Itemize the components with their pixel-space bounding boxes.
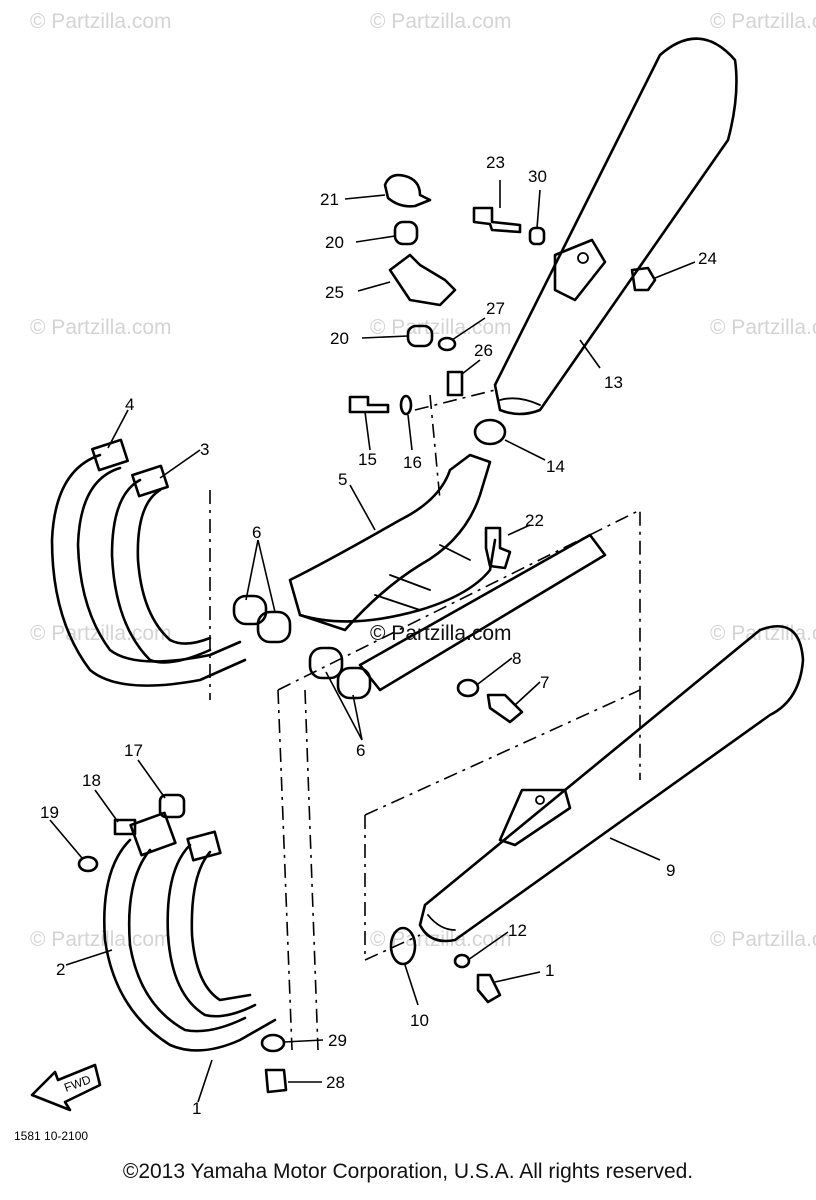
callout-1: 1 — [192, 1099, 201, 1118]
watermark: © Partzilla.com — [370, 10, 512, 33]
callout-23: 23 — [486, 153, 505, 172]
collector-pipe — [288, 453, 607, 692]
callout-30: 30 — [528, 167, 547, 186]
drawing-code: 1581 10-2100 — [14, 1129, 88, 1143]
watermark: © Partzilla.com — [30, 10, 172, 33]
watermark: © Partzilla.com — [370, 316, 512, 339]
callout-6-upper: 6 — [252, 523, 261, 542]
upper-muffler — [493, 37, 738, 416]
exhaust-parts-diagram: © Partzilla.com © Partzilla.com © Partzi… — [14, 10, 816, 1143]
watermark: © Partzilla.com — [30, 316, 172, 339]
watermark: © Partzilla.com — [710, 928, 816, 951]
callout-12: 12 — [508, 921, 527, 940]
callout-27: 27 — [486, 299, 505, 318]
copyright-notice: ©2013 Yamaha Motor Corporation, U.S.A. A… — [122, 1160, 694, 1183]
watermark: © Partzilla.com — [710, 10, 816, 33]
leader-lines — [49, 180, 696, 1103]
callout-2: 2 — [56, 960, 65, 979]
callout-10: 10 — [410, 1011, 429, 1030]
exhaust-pipes-upper — [50, 438, 247, 687]
callout-25: 25 — [325, 283, 344, 302]
callout-20-upper: 20 — [325, 233, 344, 252]
callout-24: 24 — [698, 249, 717, 268]
callout-28: 28 — [326, 1073, 345, 1092]
callout-3: 3 — [200, 440, 209, 459]
callout-29: 29 — [328, 1031, 347, 1050]
callout-8: 8 — [512, 649, 521, 668]
watermark-center: © Partzilla.com — [370, 622, 512, 645]
callout-26: 26 — [474, 341, 493, 360]
callout-6-lower: 6 — [356, 741, 365, 760]
callout-9: 9 — [666, 861, 675, 880]
exhaust-pipes-lower — [103, 811, 277, 1052]
callouts: 21 20 25 20 27 26 23 30 24 13 15 16 14 5… — [40, 153, 717, 1118]
callout-15: 15 — [358, 450, 377, 469]
forward-arrow-icon: FWD — [30, 1063, 102, 1112]
callout-14: 14 — [546, 457, 565, 476]
lower-muffler — [418, 624, 805, 943]
callout-4: 4 — [125, 395, 134, 414]
watermark: © Partzilla.com — [710, 316, 816, 339]
callout-20-lower: 20 — [330, 329, 349, 348]
watermark: © Partzilla.com — [30, 928, 172, 951]
callout-16: 16 — [403, 453, 422, 472]
mounting-reference-lines — [209, 389, 641, 1051]
callout-21: 21 — [320, 190, 339, 209]
callout-5: 5 — [338, 470, 347, 489]
callout-13: 13 — [604, 373, 623, 392]
callout-11: 1 — [545, 961, 554, 980]
callout-18: 18 — [82, 771, 101, 790]
callout-7: 7 — [540, 673, 549, 692]
callout-22: 22 — [525, 511, 544, 530]
callout-19: 19 — [40, 803, 59, 822]
callout-17: 17 — [124, 741, 143, 760]
watermark-layer: © Partzilla.com © Partzilla.com © Partzi… — [30, 10, 816, 951]
